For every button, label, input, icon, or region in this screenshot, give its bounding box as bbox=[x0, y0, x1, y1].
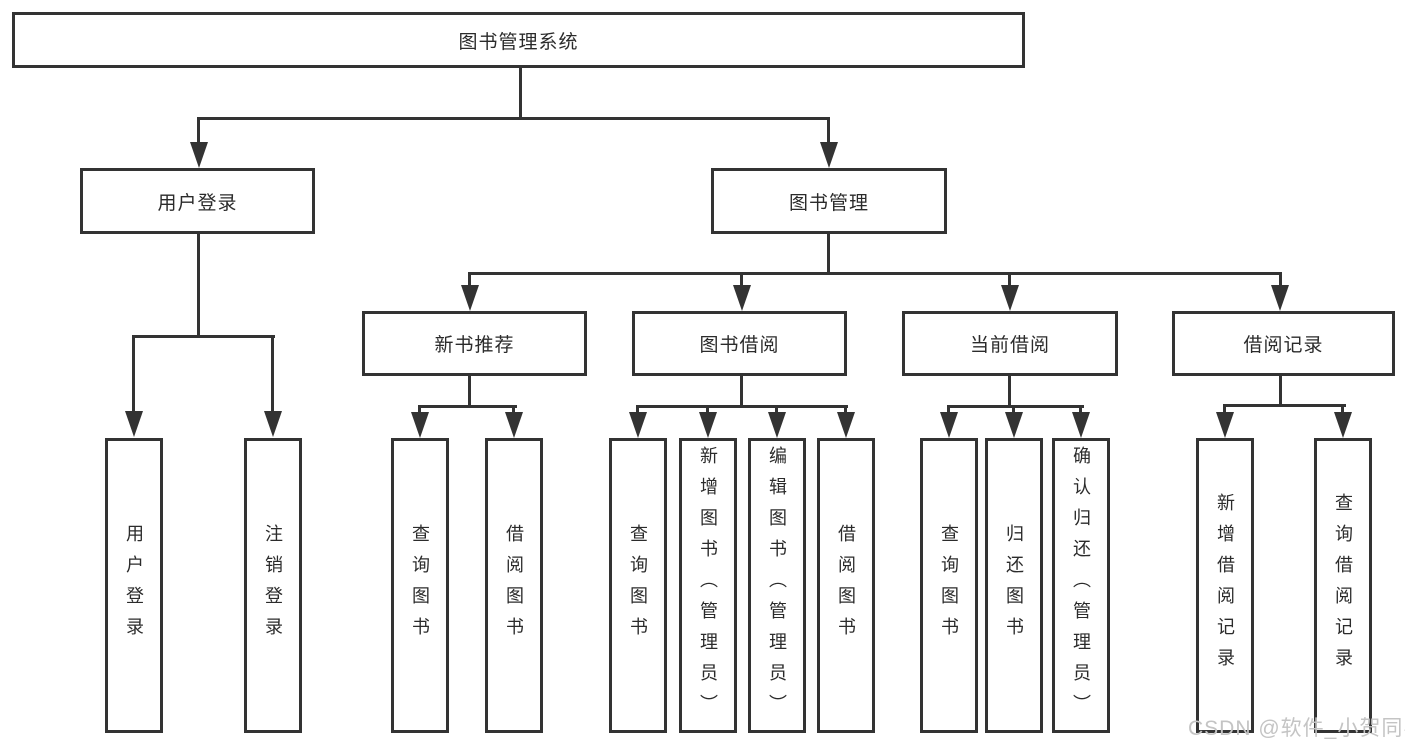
arrow-down-icon bbox=[190, 142, 208, 168]
leaf-logout-label: 注销登录 bbox=[263, 523, 283, 648]
leaf-add-book-admin-label: 新增图书（管理员） bbox=[698, 446, 718, 725]
node-book-borrowing-label: 图书借阅 bbox=[699, 335, 780, 356]
arrow-down-icon bbox=[125, 411, 143, 437]
leaf-add-book-admin: 新增图书（管理员） bbox=[679, 438, 737, 733]
connector-line bbox=[947, 405, 1084, 408]
arrow-down-icon bbox=[940, 412, 958, 438]
leaf-query-borrow-record: 查询借阅记录 bbox=[1314, 438, 1372, 733]
leaf-borrow-book: 借阅图书 bbox=[817, 438, 875, 733]
leaf-borrow-book-label: 借阅图书 bbox=[836, 523, 856, 648]
arrow-down-icon bbox=[1005, 412, 1023, 438]
connector-line bbox=[418, 405, 421, 417]
node-book-management-label: 图书管理 bbox=[788, 192, 869, 214]
arrow-down-icon bbox=[820, 142, 838, 168]
connector-line bbox=[1079, 405, 1082, 417]
arrow-down-icon bbox=[411, 412, 429, 438]
connector-line bbox=[468, 374, 471, 408]
leaf-query-book-borrowing-label: 查询图书 bbox=[628, 523, 648, 648]
arrow-down-icon bbox=[699, 412, 717, 438]
arrow-down-icon bbox=[629, 412, 647, 438]
node-book-borrowing: 图书借阅 bbox=[632, 311, 847, 376]
leaf-add-borrow-record: 新增借阅记录 bbox=[1196, 438, 1254, 733]
node-user-login-label: 用户登录 bbox=[157, 192, 238, 214]
connector-line bbox=[418, 405, 517, 408]
node-new-book-recommend-label: 新书推荐 bbox=[434, 335, 515, 356]
leaf-borrow-book-recommend-label: 借阅图书 bbox=[504, 523, 524, 648]
connector-line bbox=[468, 272, 471, 288]
leaf-query-borrow-record-label: 查询借阅记录 bbox=[1333, 492, 1353, 679]
leaf-query-book-current: 查询图书 bbox=[920, 438, 978, 733]
leaf-user-login: 用户登录 bbox=[105, 438, 163, 733]
node-root: 图书管理系统 bbox=[12, 12, 1025, 68]
leaf-query-book-borrowing: 查询图书 bbox=[609, 438, 667, 733]
arrow-down-icon bbox=[1001, 285, 1019, 311]
connector-line bbox=[706, 405, 709, 417]
leaf-query-book-recommend-label: 查询图书 bbox=[410, 523, 430, 648]
arrow-down-icon bbox=[1216, 412, 1234, 438]
connector-line bbox=[844, 405, 847, 417]
connector-line bbox=[1223, 404, 1226, 417]
leaf-edit-book-admin: 编辑图书（管理员） bbox=[748, 438, 806, 733]
arrow-down-icon bbox=[1334, 412, 1352, 438]
connector-line bbox=[1223, 404, 1346, 407]
connector-line bbox=[132, 335, 275, 338]
arrow-down-icon bbox=[505, 412, 523, 438]
connector-line bbox=[1008, 374, 1011, 408]
arrow-down-icon bbox=[1072, 412, 1090, 438]
node-root-label: 图书管理系统 bbox=[458, 31, 579, 53]
connector-line bbox=[740, 374, 743, 408]
connector-line bbox=[775, 405, 778, 417]
node-new-book-recommend: 新书推荐 bbox=[362, 311, 587, 376]
leaf-return-book-label: 归还图书 bbox=[1004, 523, 1024, 648]
connector-line bbox=[636, 405, 848, 408]
connector-line bbox=[827, 117, 830, 145]
connector-line bbox=[1008, 272, 1011, 288]
connector-line bbox=[1279, 374, 1282, 407]
arrow-down-icon bbox=[461, 285, 479, 311]
node-book-management: 图书管理 bbox=[711, 168, 947, 234]
arrow-down-icon bbox=[733, 285, 751, 311]
leaf-return-book: 归还图书 bbox=[985, 438, 1043, 733]
connector-line bbox=[827, 232, 830, 275]
leaf-logout: 注销登录 bbox=[244, 438, 302, 733]
node-borrowing-records-label: 借阅记录 bbox=[1243, 335, 1324, 356]
connector-line bbox=[1279, 272, 1282, 288]
connector-line bbox=[468, 272, 1282, 275]
leaf-user-login-label: 用户登录 bbox=[124, 523, 144, 648]
leaf-query-book-current-label: 查询图书 bbox=[939, 523, 959, 648]
leaf-confirm-return-admin: 确认归还（管理员） bbox=[1052, 438, 1110, 733]
node-user-login: 用户登录 bbox=[80, 168, 315, 234]
watermark: CSDN @软件_小贺同学 bbox=[1188, 717, 1405, 740]
arrow-down-icon bbox=[837, 412, 855, 438]
leaf-borrow-book-recommend: 借阅图书 bbox=[485, 438, 543, 733]
connector-line bbox=[636, 405, 639, 417]
arrow-down-icon bbox=[264, 411, 282, 437]
connector-line bbox=[197, 232, 200, 338]
leaf-add-borrow-record-label: 新增借阅记录 bbox=[1215, 492, 1235, 679]
connector-line bbox=[197, 117, 830, 120]
connector-line bbox=[1012, 405, 1015, 417]
connector-line bbox=[271, 335, 274, 415]
arrow-down-icon bbox=[1271, 285, 1289, 311]
connector-line bbox=[1341, 404, 1344, 417]
connector-line bbox=[519, 66, 522, 119]
node-current-borrowing: 当前借阅 bbox=[902, 311, 1118, 376]
connector-line bbox=[132, 335, 135, 415]
node-borrowing-records: 借阅记录 bbox=[1172, 311, 1395, 376]
connector-line bbox=[512, 405, 515, 417]
node-current-borrowing-label: 当前借阅 bbox=[969, 335, 1050, 356]
leaf-edit-book-admin-label: 编辑图书（管理员） bbox=[767, 446, 787, 725]
connector-line bbox=[197, 117, 200, 145]
connector-line bbox=[740, 272, 743, 288]
arrow-down-icon bbox=[768, 412, 786, 438]
leaf-query-book-recommend: 查询图书 bbox=[391, 438, 449, 733]
leaf-confirm-return-admin-label: 确认归还（管理员） bbox=[1071, 446, 1091, 725]
connector-line bbox=[947, 405, 950, 417]
